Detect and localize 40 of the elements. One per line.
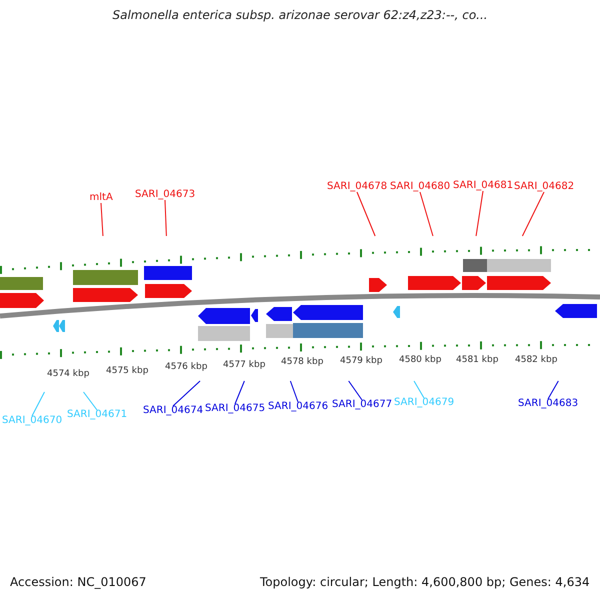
genome-summary-text: Topology: circular; Length: 4,600,800 bp; Genes: 4,634	[260, 576, 590, 588]
gene-label: SARI_04671	[67, 410, 128, 420]
gene-label: SARI_04679	[394, 398, 454, 408]
leader-line	[234, 380, 245, 404]
leader-line	[548, 380, 559, 400]
scale-label: 4579 kbp	[340, 357, 382, 366]
accession-text: Accession: NC_010067	[10, 576, 146, 588]
leader-line	[356, 192, 376, 236]
gene-label: SARI_04677	[332, 400, 392, 410]
title: Salmonella enterica subsp. arizonae serovar 62:z4,z23:--, co...	[112, 9, 488, 21]
leader-line	[476, 190, 484, 236]
gene-label: SARI_04682	[514, 182, 574, 192]
scale-label: 4580 kbp	[399, 356, 442, 365]
gene-label: SARI_04676	[268, 402, 328, 412]
gene-label: SARI_04678	[327, 182, 388, 192]
leader-line	[290, 380, 298, 402]
scale-label: 4581 kbp	[456, 356, 498, 365]
scale-label: 4575 kbp	[106, 367, 148, 376]
scale-label: 4582 kbp	[515, 356, 558, 365]
leader-line	[348, 380, 362, 400]
gene-label: SARI_04673	[135, 190, 196, 200]
gene-label: SARI_04670	[2, 416, 62, 426]
scale-label: 4574 kbp	[47, 370, 90, 379]
leader-line	[164, 200, 167, 236]
leader-line	[100, 202, 104, 236]
leader-line	[32, 392, 45, 416]
leader-line	[414, 380, 424, 398]
gene-label: SARI_04675	[205, 404, 266, 414]
gene-label: SARI_04681	[453, 181, 514, 191]
scale-label: 4578 kbp	[281, 358, 324, 367]
scale-label: 4576 kbp	[165, 363, 208, 372]
gene-label: SARI_04680	[390, 182, 450, 192]
leader-line	[420, 192, 434, 236]
scale-label: 4577 kbp	[223, 361, 266, 370]
gene-label: mltA	[90, 193, 113, 203]
gene-label: SARI_04674	[143, 406, 204, 416]
leader-line	[83, 392, 98, 410]
leader-line	[522, 192, 544, 236]
gene-label: SARI_04683	[518, 399, 578, 409]
leader-line	[172, 380, 201, 406]
